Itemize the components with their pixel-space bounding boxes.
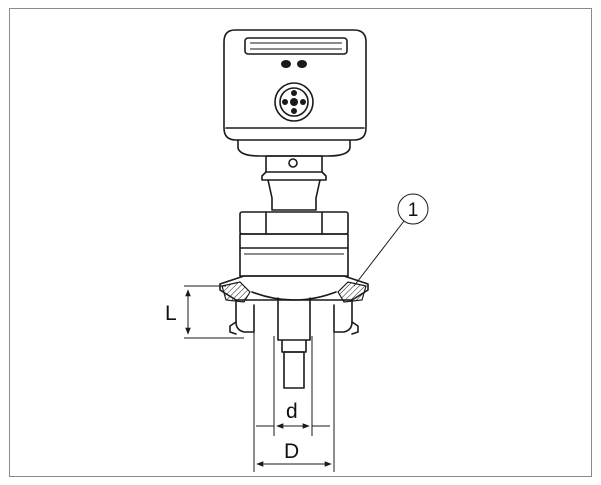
dim-d-label: d — [286, 400, 298, 423]
sensor-neck — [237, 139, 351, 211]
dim-D-label: D — [284, 440, 299, 463]
dimension-d — [256, 336, 330, 436]
connector-icon — [274, 82, 314, 122]
led-indicator-icon — [281, 60, 307, 68]
callout-1-label: 1 — [408, 200, 419, 221]
callout-1 — [353, 193, 429, 287]
dim-L-label: L — [165, 302, 177, 325]
dimension-L — [184, 285, 244, 339]
probe — [277, 297, 311, 389]
hex-adapter — [239, 211, 349, 277]
dimension-D — [253, 332, 335, 472]
sensor-housing — [223, 29, 367, 141]
clamp-flange — [219, 275, 369, 335]
figure-frame — [9, 8, 592, 477]
